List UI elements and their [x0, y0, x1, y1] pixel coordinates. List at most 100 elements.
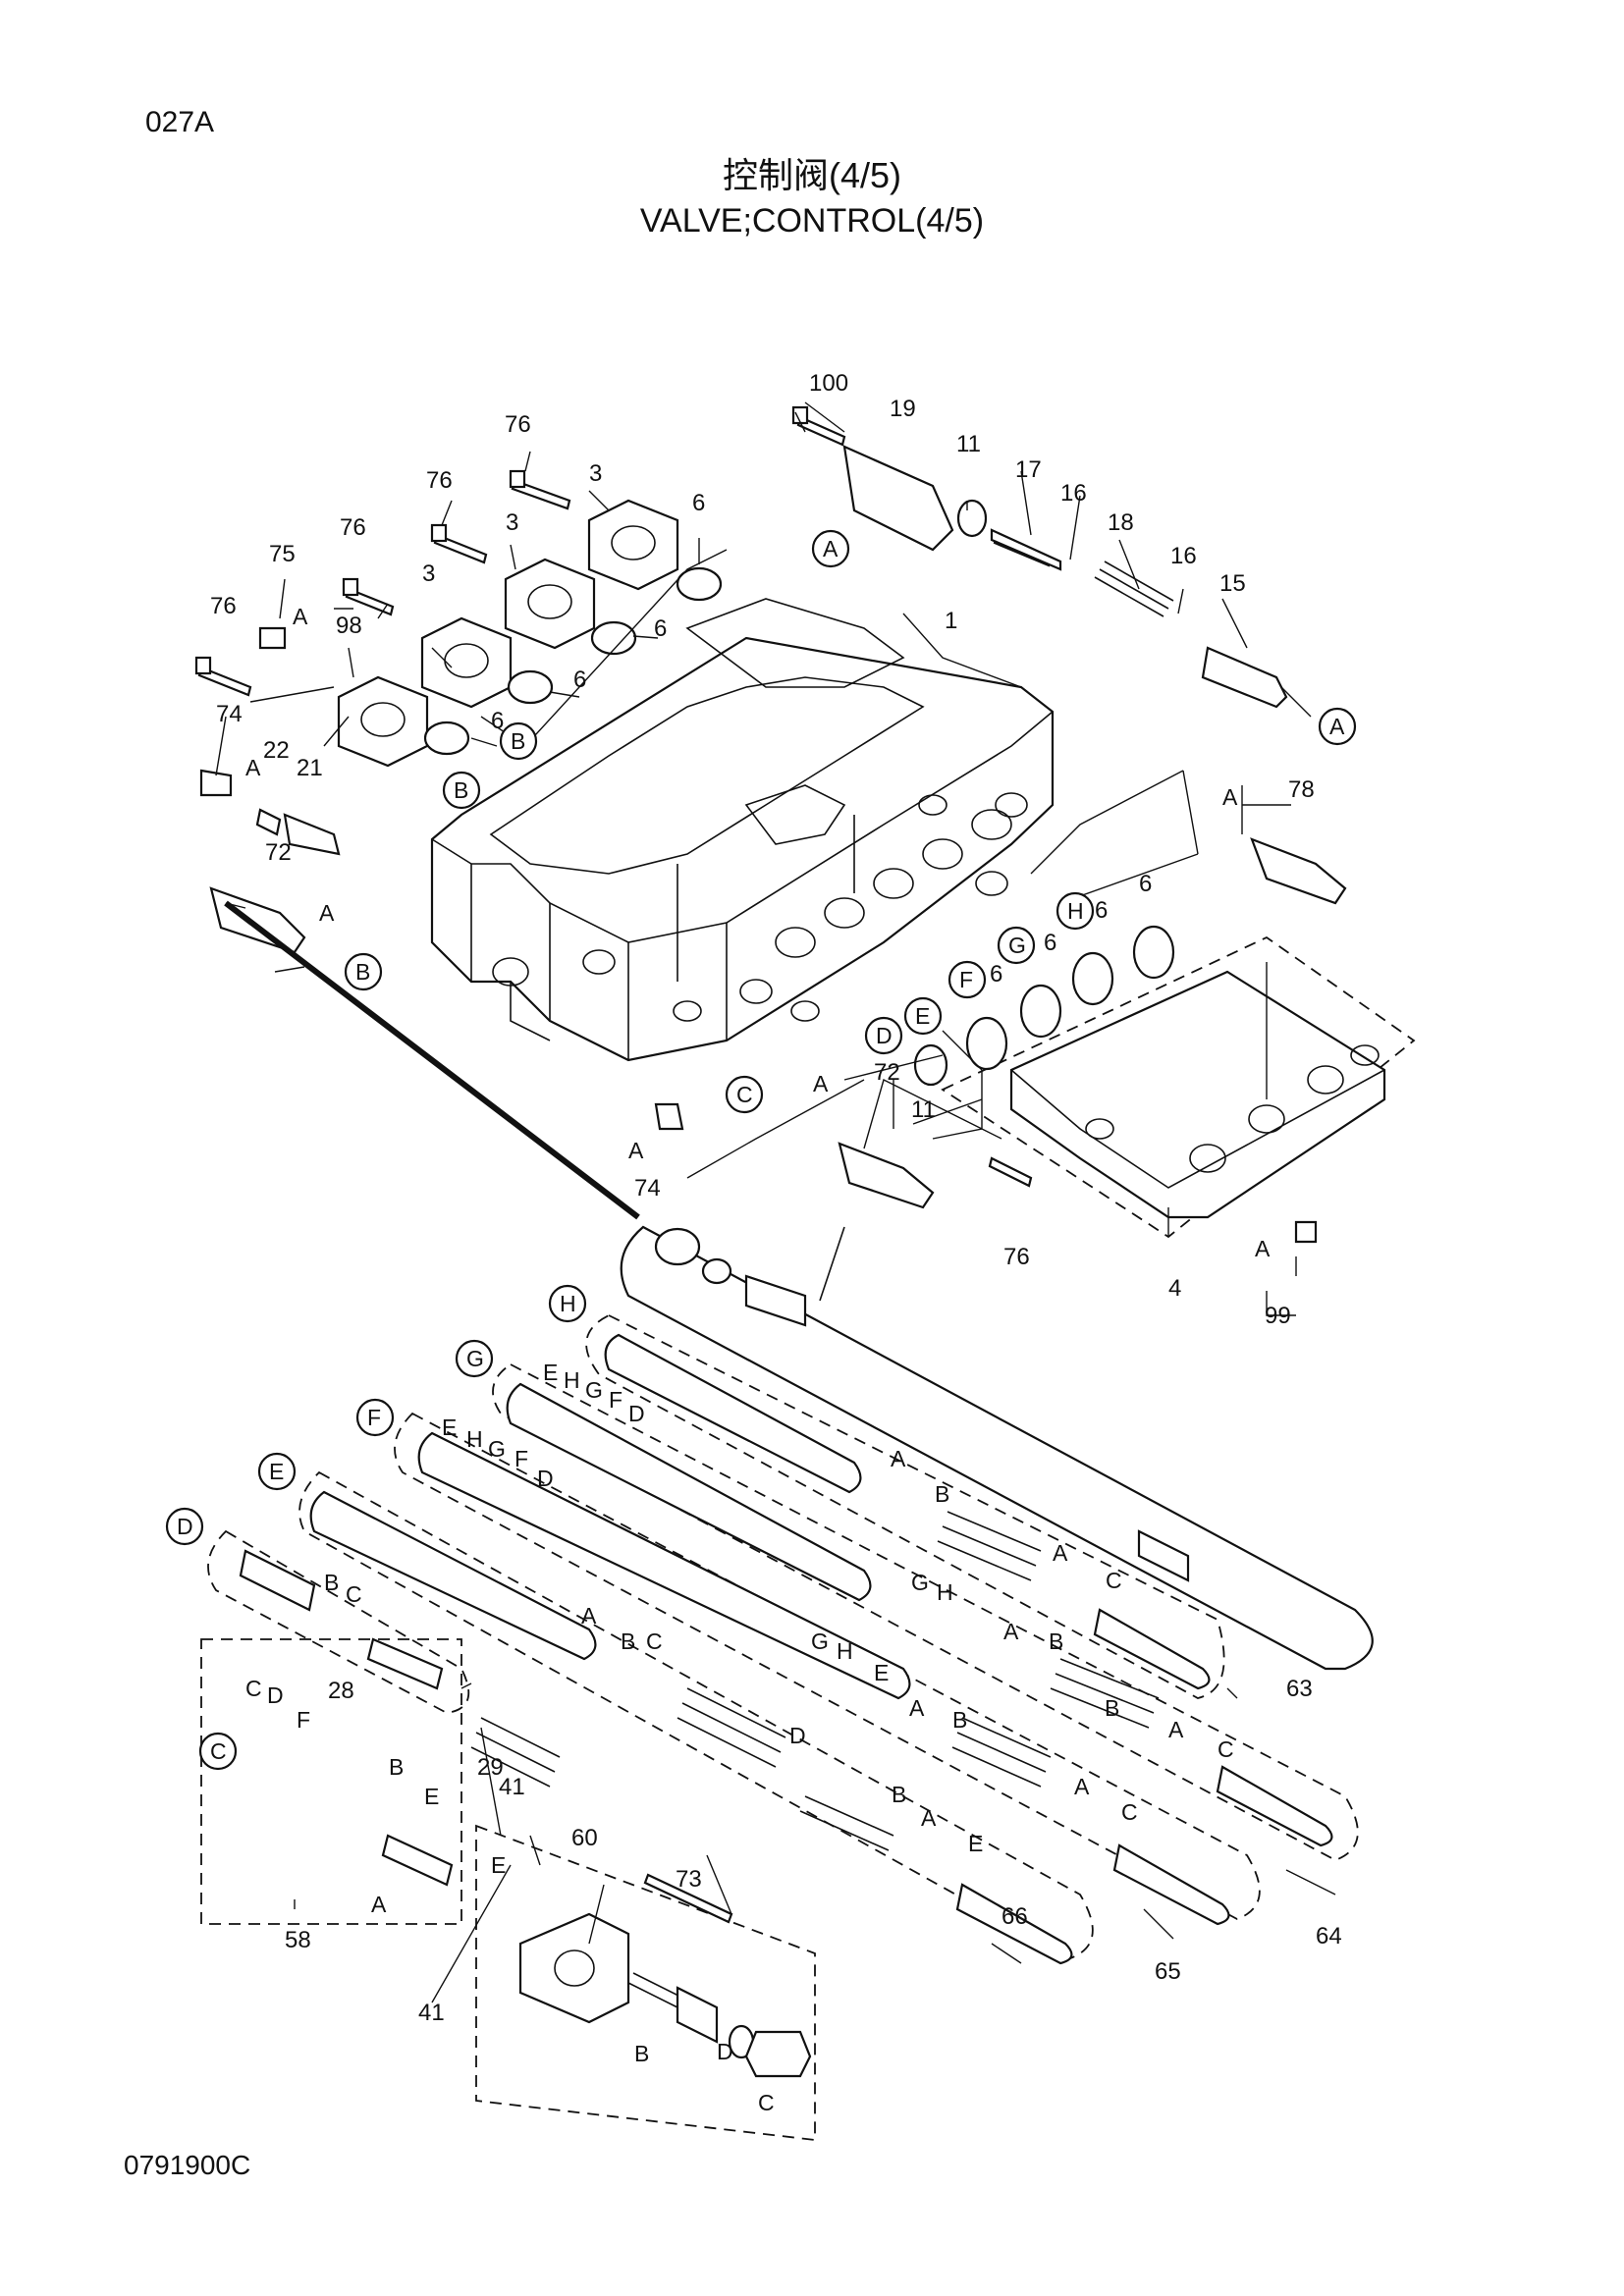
callout-72: 72 — [265, 839, 292, 866]
svg-text:C: C — [245, 1676, 262, 1701]
leader-lines — [215, 401, 1336, 2003]
callout-19: 19 — [890, 396, 916, 422]
svg-text:C: C — [1121, 1799, 1138, 1825]
circle-ref-c-group: C — [198, 1732, 238, 1771]
circle-ref-g-top: G — [997, 926, 1036, 965]
svg-text:D: D — [537, 1466, 554, 1491]
callout-3: 3 — [589, 460, 602, 487]
callout-6: 6 — [1095, 897, 1108, 924]
svg-text:A: A — [813, 1071, 829, 1096]
callout-76: 76 — [426, 467, 453, 494]
svg-text:A: A — [293, 604, 308, 629]
svg-text:A: A — [1168, 1717, 1184, 1742]
svg-text:G: G — [585, 1377, 603, 1403]
svg-text:D: D — [177, 1514, 193, 1539]
svg-text:F: F — [297, 1707, 310, 1733]
callout-6: 6 — [1139, 871, 1152, 897]
svg-text:A: A — [1329, 714, 1345, 739]
circle-ref-b-2: B — [442, 771, 481, 810]
callout-15: 15 — [1219, 570, 1246, 597]
svg-text:B: B — [634, 2041, 649, 2066]
callout-6: 6 — [692, 490, 705, 516]
svg-text:H: H — [564, 1367, 580, 1393]
svg-text:A: A — [891, 1446, 906, 1471]
svg-text:F: F — [609, 1387, 623, 1413]
circle-ref-d-top: D — [864, 1016, 903, 1055]
svg-text:B: B — [355, 959, 370, 985]
svg-text:C: C — [646, 1629, 663, 1654]
callout-16: 16 — [1170, 543, 1197, 569]
spool-drawings — [239, 1333, 1333, 2078]
svg-text:B: B — [511, 728, 525, 754]
svg-text:E: E — [491, 1852, 506, 1878]
svg-text:B: B — [621, 1629, 635, 1654]
svg-text:A: A — [921, 1805, 937, 1831]
callout-3: 3 — [422, 561, 435, 587]
callout-75: 75 — [269, 541, 296, 567]
svg-text:C: C — [1106, 1568, 1122, 1593]
callout-1: 1 — [945, 608, 957, 634]
svg-text:C: C — [346, 1581, 362, 1607]
drawing-number: 0791900C — [124, 2150, 251, 2180]
svg-text:G: G — [466, 1346, 484, 1371]
circle-ref-f-group: F — [355, 1398, 395, 1437]
svg-text:D: D — [717, 2039, 733, 2064]
part-number-callouts: 100 19 11 17 16 18 16 15 76 3 6 76 3 6 7… — [210, 370, 1342, 2026]
svg-text:A: A — [371, 1892, 387, 1917]
circled-references: A A B B B C D E F G H H G F E D C — [165, 529, 1357, 1771]
title-chinese: 控制阀(4/5) — [722, 155, 902, 195]
callout-60: 60 — [571, 1825, 598, 1851]
svg-text:D: D — [789, 1723, 806, 1748]
svg-text:H: H — [466, 1426, 483, 1452]
svg-text:A: A — [1003, 1619, 1019, 1644]
svg-text:E: E — [968, 1831, 983, 1856]
callout-4: 4 — [1168, 1275, 1181, 1302]
svg-text:C: C — [210, 1738, 227, 1764]
svg-text:D: D — [267, 1682, 284, 1708]
svg-text:H: H — [837, 1638, 853, 1664]
svg-text:C: C — [758, 2090, 775, 2115]
small-part-drawings — [199, 445, 1347, 1244]
callout-18: 18 — [1108, 509, 1134, 536]
svg-text:B: B — [389, 1754, 404, 1780]
callout-99: 99 — [1265, 1303, 1291, 1329]
svg-text:H: H — [560, 1291, 576, 1316]
svg-text:A: A — [1053, 1540, 1068, 1566]
callout-66: 66 — [1001, 1903, 1028, 1930]
callout-11: 11 — [911, 1096, 936, 1123]
callout-76: 76 — [210, 593, 237, 619]
callout-17: 17 — [1015, 456, 1042, 483]
svg-text:E: E — [915, 1003, 930, 1029]
svg-text:A: A — [319, 900, 335, 926]
callout-6: 6 — [491, 708, 504, 734]
svg-text:A: A — [245, 755, 261, 780]
svg-text:F: F — [959, 967, 973, 992]
svg-text:E: E — [874, 1660, 889, 1685]
svg-text:B: B — [935, 1481, 949, 1507]
svg-text:E: E — [543, 1360, 558, 1385]
svg-text:G: G — [488, 1436, 506, 1462]
callout-22: 22 — [263, 737, 290, 764]
letter-labels: A A A A A A A A A A A A A A A A B B B B … — [245, 604, 1271, 2115]
o-ring-drawings — [423, 499, 1175, 1087]
callout-21: 21 — [297, 755, 323, 781]
circle-ref-e-group: E — [257, 1452, 297, 1491]
circle-ref-a-right: A — [1318, 707, 1357, 746]
svg-text:B: B — [454, 777, 468, 803]
callout-64: 64 — [1316, 1923, 1342, 1949]
callout-73: 73 — [676, 1866, 702, 1893]
valve-housing-drawing — [430, 598, 1055, 1062]
page-code: 027A — [145, 106, 215, 138]
callout-98: 98 — [336, 613, 362, 639]
svg-text:D: D — [876, 1023, 893, 1048]
callout-41: 41 — [418, 2000, 445, 2026]
spool-rail-drawing — [224, 900, 1374, 1671]
svg-text:B: B — [952, 1707, 967, 1733]
svg-text:E: E — [269, 1459, 284, 1484]
circle-ref-c-top: C — [725, 1075, 764, 1114]
callout-63: 63 — [1286, 1676, 1313, 1702]
svg-text:A: A — [628, 1138, 644, 1163]
circle-ref-g-group: G — [455, 1339, 494, 1378]
callout-100: 100 — [809, 370, 848, 397]
